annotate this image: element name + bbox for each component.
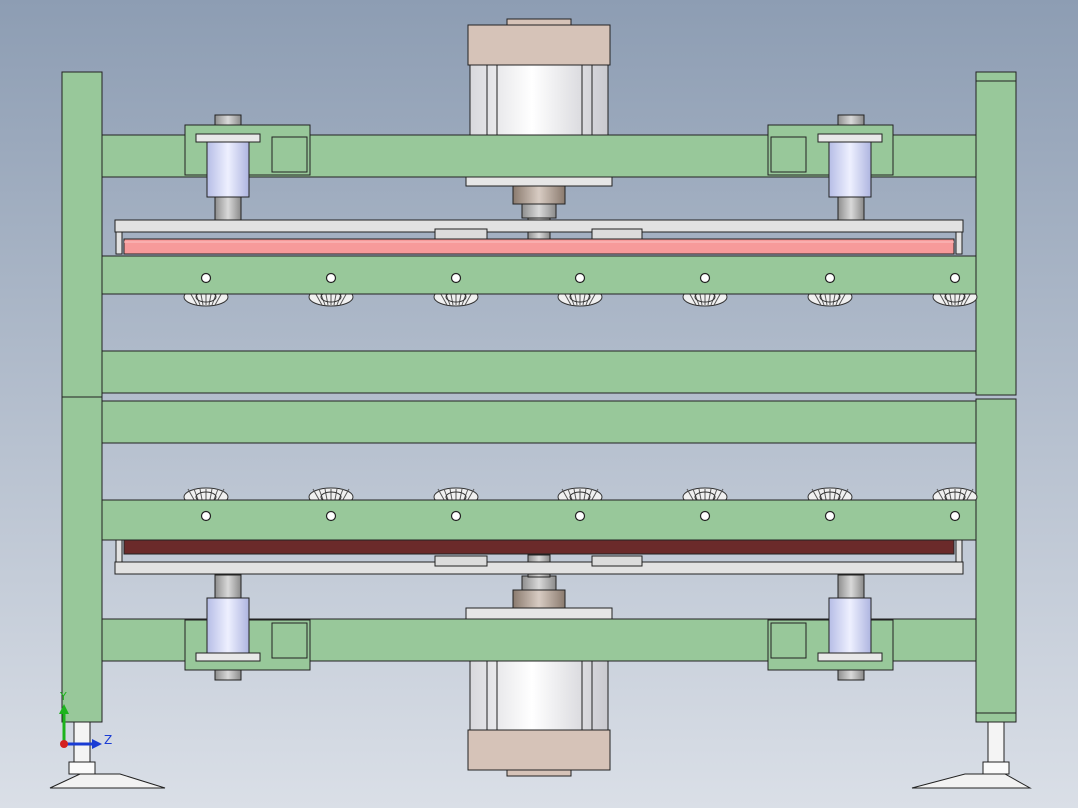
upper-bolt-hole (325, 272, 337, 284)
upper-bolt-hole (574, 272, 586, 284)
lower-heater-plate (123, 539, 955, 555)
upper-roller-bar (101, 255, 977, 295)
frame-columns (61, 71, 1017, 723)
left-column-upper (61, 71, 103, 398)
lower-bolt-holes (200, 510, 961, 522)
lower-roller-bar (101, 499, 977, 541)
triad-origin (60, 740, 68, 748)
lower-bolt-hole (450, 510, 462, 522)
right-column-lower (975, 398, 1017, 723)
upper-bolt-hole (824, 272, 836, 284)
upper-bolt-hole (699, 272, 711, 284)
upper-heater-plate (123, 238, 955, 255)
z-axis-label: Z (104, 733, 112, 747)
bottom-air-cylinder (465, 554, 613, 777)
lower-bolt-hole (325, 510, 337, 522)
upper-bolt-hole (450, 272, 462, 284)
middle-crossbeams (101, 350, 977, 444)
y-axis-label: Y (59, 690, 67, 703)
y-axis-arrowhead (59, 704, 69, 714)
left-column-lower (61, 396, 103, 723)
lower-platen (114, 539, 964, 575)
top-air-cylinder (465, 18, 613, 241)
right-column-upper (975, 71, 1017, 396)
lower-bolt-hole (574, 510, 586, 522)
upper-bolt-holes (200, 272, 961, 284)
upper-platen (114, 219, 964, 255)
bottom-crossbeam (101, 597, 977, 671)
orientation-triad[interactable]: Y Z (59, 690, 112, 749)
upper-bolt-hole (949, 272, 961, 284)
top-crossbeam (101, 124, 977, 198)
lower-bolt-hole (699, 510, 711, 522)
lower-bolt-hole (949, 510, 961, 522)
upper-bolt-hole (200, 272, 212, 284)
z-axis-arrowhead (92, 739, 102, 749)
lower-bolt-hole (200, 510, 212, 522)
lower-bolt-hole (824, 510, 836, 522)
